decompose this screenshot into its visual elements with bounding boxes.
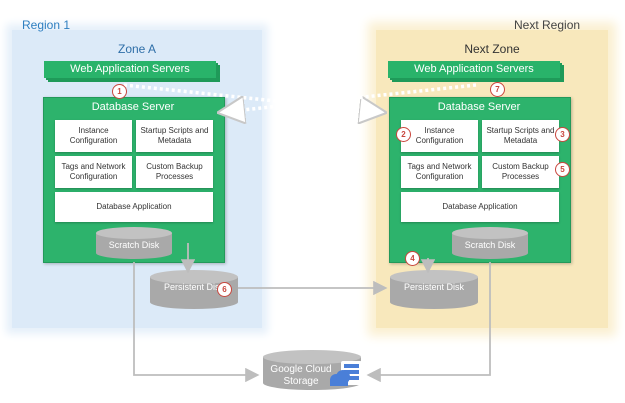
database-application-card: Database Application	[55, 192, 213, 222]
database-server-title-right: Database Server	[437, 101, 521, 113]
step-badge-2: 2	[396, 127, 411, 142]
instance-configuration-card: Instance Configuration	[401, 120, 478, 152]
database-server-title-left: Database Server	[91, 101, 175, 113]
web-app-servers-left: Web Application Servers	[44, 61, 216, 78]
custom-backup-card: Custom Backup Processes	[136, 156, 213, 188]
next-zone-title: Next Zone	[464, 42, 520, 56]
step-badge-3: 3	[555, 127, 570, 142]
scratch-disk-right-label: Scratch Disk	[464, 240, 516, 250]
tags-network-card: Tags and Network Configuration	[55, 156, 132, 188]
backup-flow-arrows	[133, 243, 491, 383]
step-badge-4: 4	[405, 251, 420, 266]
database-application-card: Database Application	[401, 192, 559, 222]
scratch-disk-right	[452, 227, 528, 259]
persistent-disk-right	[390, 270, 478, 309]
instance-configuration-card: Instance Configuration	[55, 120, 132, 152]
step-badge-5: 5	[555, 162, 570, 177]
google-cloud-storage-label: Google Cloud Storage	[270, 364, 332, 387]
cloud-storage-icon	[330, 361, 362, 386]
persistent-disk-right-label: Persistent Disk	[403, 282, 465, 292]
startup-scripts-card: Startup Scripts and Metadata	[482, 120, 559, 152]
web-app-servers-right: Web Application Servers	[388, 61, 560, 78]
startup-scripts-card: Startup Scripts and Metadata	[136, 120, 213, 152]
persistent-disk-left	[150, 270, 238, 309]
custom-backup-card: Custom Backup Processes	[482, 156, 559, 188]
zone-a-title: Zone A	[117, 42, 157, 56]
step-badge-7: 7	[490, 82, 505, 97]
scratch-disk-left	[96, 227, 172, 259]
scratch-disk-left-label: Scratch Disk	[108, 240, 160, 250]
region-1-label: Region 1	[22, 18, 71, 32]
step-badge-6: 6	[217, 282, 232, 297]
next-region-label: Next Region	[514, 18, 581, 32]
cross-zone-replication-arrows	[123, 83, 477, 112]
step-badge-1: 1	[112, 84, 127, 99]
tags-network-card: Tags and Network Configuration	[401, 156, 478, 188]
persistent-disk-left-label: Persistent Disk	[163, 282, 225, 292]
